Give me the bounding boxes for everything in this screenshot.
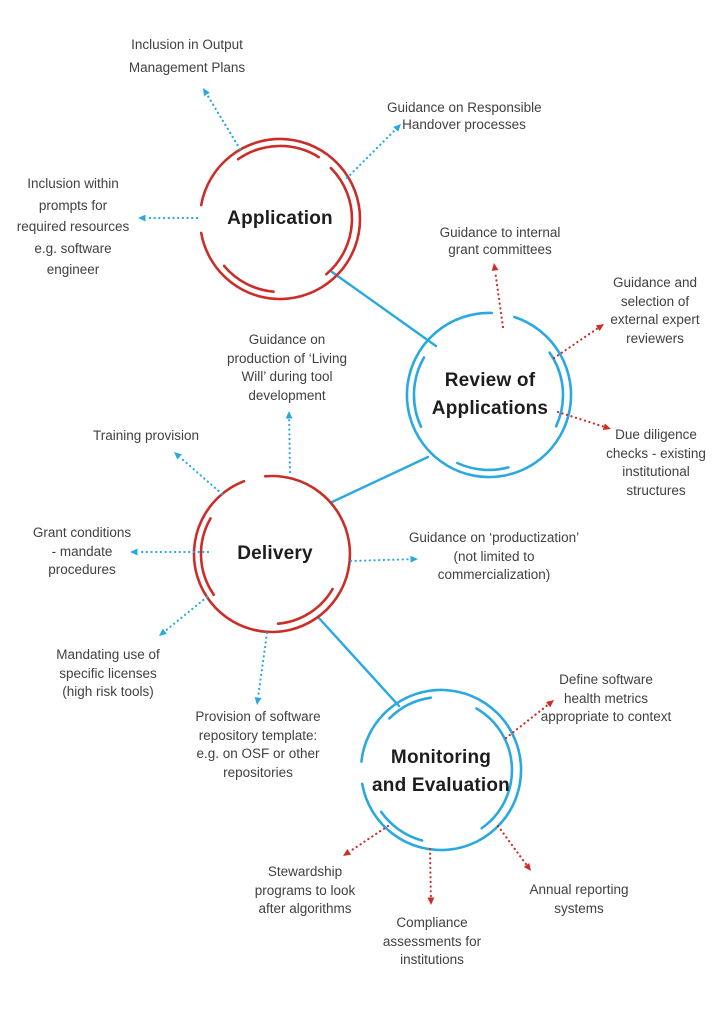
node-review-of-applications: Review of Applications [431,370,549,419]
node-delivery: Delivery [237,543,313,564]
annotation-responsible-handover: Guidance on Responsible Handover process… [387,100,542,132]
annotation-compliance: Compliance assessments for institutions [382,915,482,967]
annotation-inclusion-prompts: Inclusion within prompts for required re… [16,176,130,277]
annotation-stewardship: Stewardship programs to look after algor… [254,864,356,916]
node-monitoring-and-evaluation: Monitoring and Evaluation [372,747,510,796]
annotation-health-metrics: Define software health metrics appropria… [540,672,672,724]
annotation-living-will: Guidance on production of ‘Living Will’ … [226,332,348,403]
annotation-grant-conditions: Grant conditions - mandate procedures [32,525,132,577]
annotation-inclusion-output: Inclusion in Output Management Plans [128,37,246,75]
annotation-licenses: Mandating use of specific licenses (high… [56,647,160,699]
annotation-repository: Provision of software repository templat… [195,709,321,780]
annotation-productization: Guidance on ‘productization’ (not limite… [408,530,580,582]
annotation-training-provision: Training provision [92,428,200,443]
annotation-external-reviewers: Guidance and selection of external exper… [610,275,700,346]
annotation-due-diligence: Due diligence checks - existing institut… [606,427,706,498]
annotation-annual-reporting: Annual reporting systems [529,882,629,916]
annotation-internal-committees: Guidance to internal grant committees [439,225,561,257]
node-application: Application [227,208,333,229]
